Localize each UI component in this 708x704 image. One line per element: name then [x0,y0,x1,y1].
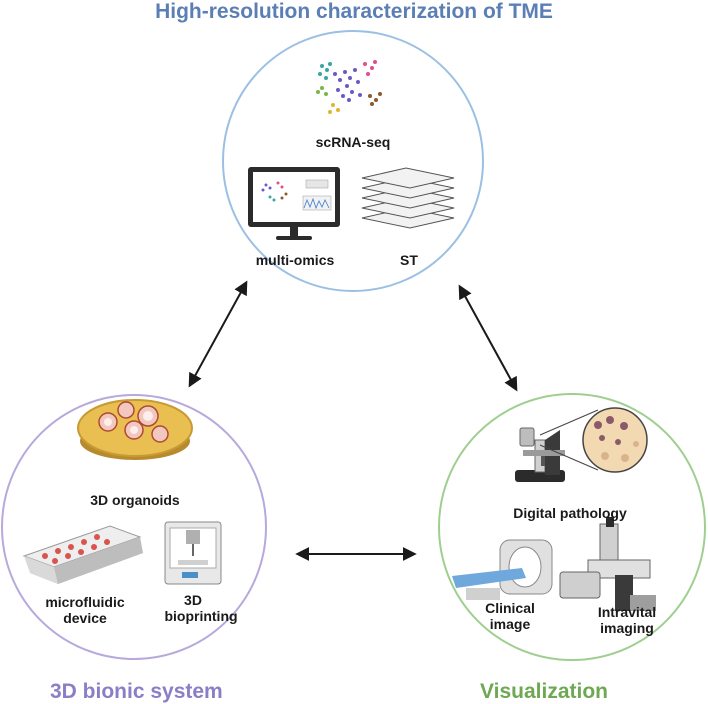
double-arrow-icon [188,280,248,388]
tsne-scatter-icon [316,60,382,114]
tissue-slices-icon [361,167,455,229]
intravital-microscope-icon [559,517,656,611]
petri-dish-icon [77,399,193,460]
bioprinter-icon [164,521,222,585]
microscope-icon [515,427,565,482]
monitor-icon [248,167,340,240]
digital-pathology-label: Digital pathology [513,505,627,521]
microfluidic-chip-icon [22,525,143,584]
double-arrow-icon [458,284,518,392]
st-label: ST [400,252,418,268]
right-section-title: Visualization [480,680,608,703]
clinical-image-label: image [489,616,531,632]
organoids-label: 3D organoids [90,492,180,508]
tissue-zoom-icon [539,407,648,473]
clinical-label: Clinical [485,600,535,616]
left-section-title: 3D bionic system [50,680,223,703]
top-section-title: High-resolution characterization of TME [155,0,553,23]
bioprinting-3d-label: 3D [184,592,202,608]
intravital-label: Intravital [597,604,657,620]
mri-scanner-icon [452,539,553,600]
left-circle [1,394,267,660]
multi-omics-label: multi-omics [255,252,335,268]
scrna-seq-label: scRNA-seq [315,134,391,150]
intravital-imaging-label: imaging [600,620,654,636]
device-label: device [63,610,107,626]
microfluidic-label: microfluidic [45,594,125,610]
bioprinting-label: bioprinting [164,608,238,624]
